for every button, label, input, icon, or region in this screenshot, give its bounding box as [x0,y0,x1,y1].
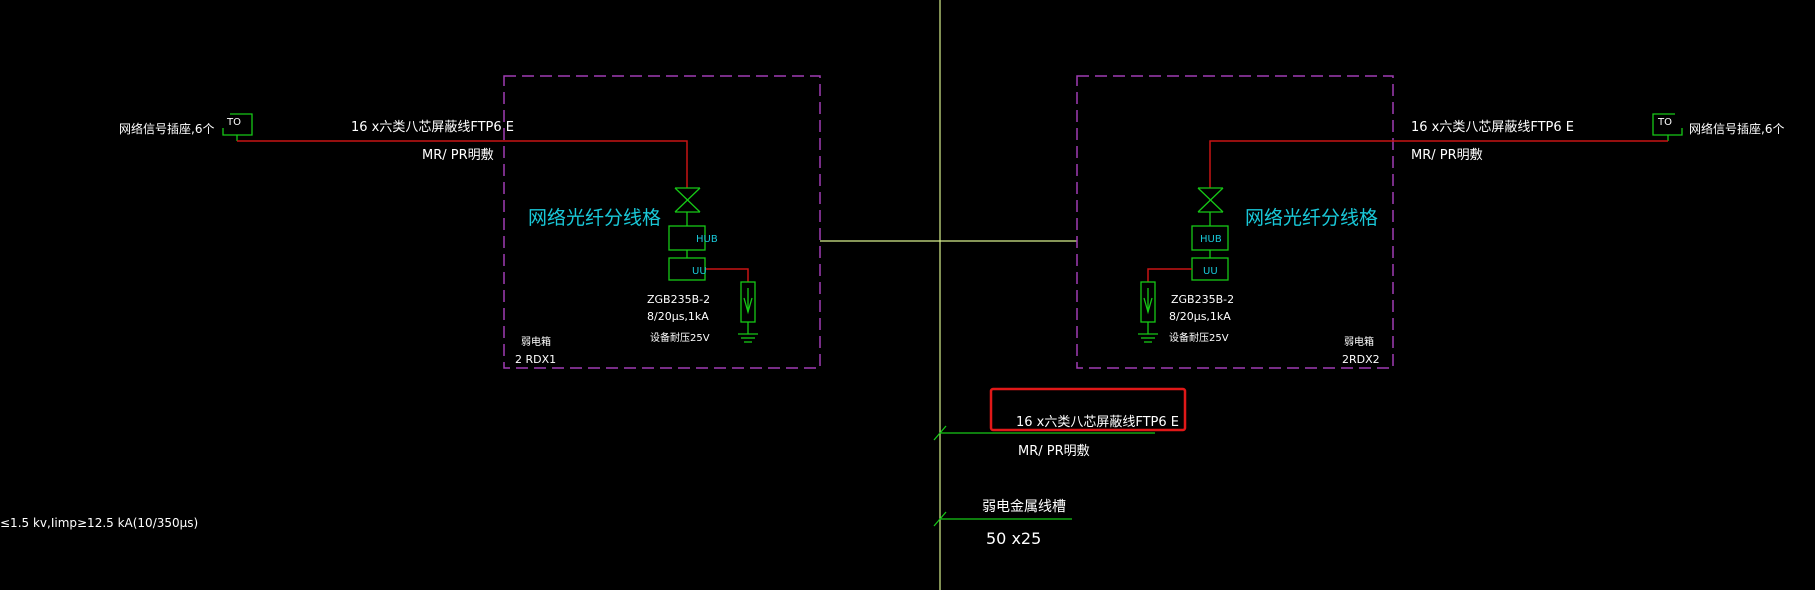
riser-cable-tick [933,425,947,441]
right-spd-wire [1147,268,1192,282]
left-to-socket-icon [222,113,253,141]
right-cable-spec: 16 x六类八芯屏蔽线FTP6 E [1411,120,1574,135]
left-spd-wire [705,268,749,282]
riser-cable-spec: 16 x六类八芯屏蔽线FTP6 E [1016,415,1179,430]
left-hub-label: HUB [696,234,718,245]
tray-name: 弱电金属线槽 [982,499,1066,515]
right-to-socket-icon [1652,113,1683,141]
left-cabinet [222,75,821,369]
highlight-frame [989,387,1187,432]
left-to-label: TO [226,117,241,128]
right-hub-label: HUB [1200,234,1222,245]
tray-tick [933,511,947,527]
left-spd-voltage: 设备耐压25V [650,331,710,344]
right-panel-title: 网络光纤分线格 [1245,207,1378,229]
left-box-code: 2 RDX1 [515,353,556,366]
right-spd-model: ZGB235B-2 [1171,293,1234,306]
right-spd-rating: 8/20μs,1kA [1169,310,1231,323]
right-cabinet [1076,75,1683,369]
right-cable-line [1209,140,1668,188]
tray-size: 50 x25 [986,529,1041,548]
right-box-name: 弱电箱 [1344,335,1374,348]
side-note: ≤1.5 kv,Iimp≥12.5 kA(10/350μs) [0,516,198,530]
left-spd-rating: 8/20μs,1kA [647,310,709,323]
right-spd-voltage: 设备耐压25V [1169,331,1229,344]
left-box-name: 弱电箱 [521,335,551,348]
left-cable-line [237,140,688,188]
left-socket-label: 网络信号插座,6个 [119,121,214,136]
left-surge-protector-icon [738,281,758,343]
left-cabinet-border [503,75,821,369]
left-panel-title: 网络光纤分线格 [528,207,661,229]
left-laying: MR/ PR明敷 [422,148,494,163]
right-to-label: TO [1657,117,1672,128]
left-uu-label: UU [692,266,707,277]
right-connector-icon [1197,187,1224,226]
riser-laying: MR/ PR明敷 [1018,444,1090,459]
left-cable-spec: 16 x六类八芯屏蔽线FTP6 E [351,120,514,135]
right-socket-label: 网络信号插座,6个 [1689,121,1784,136]
right-surge-protector-icon [1138,281,1158,343]
right-laying: MR/ PR明敷 [1411,148,1483,163]
right-cabinet-border [1076,75,1394,369]
left-spd-model: ZGB235B-2 [647,293,710,306]
right-box-code: 2RDX2 [1342,353,1380,366]
left-connector-icon [674,187,701,226]
right-uu-label: UU [1203,266,1218,277]
